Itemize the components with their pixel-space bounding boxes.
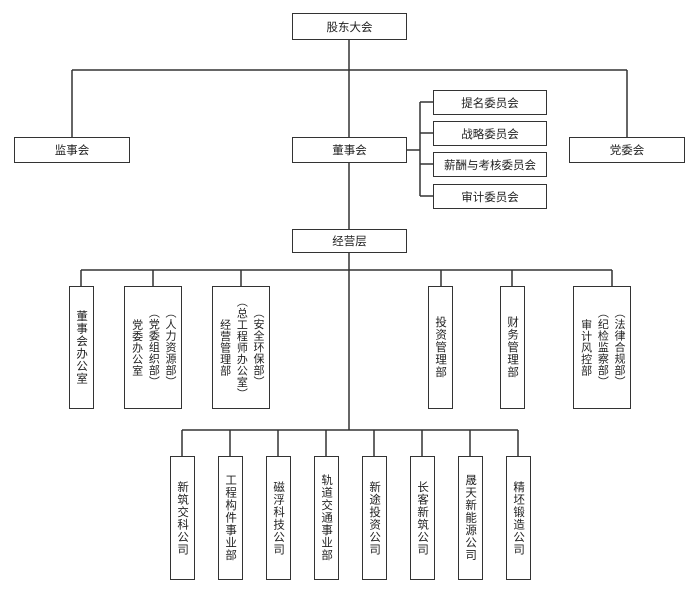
committee-audit-box: 审计委员会 <box>433 184 547 209</box>
party-committee-box: 党委会 <box>569 137 685 163</box>
board-of-directors-box: 董事会 <box>292 137 407 163</box>
company-label: 轨道交通事业部 <box>320 474 335 562</box>
company-box: 精坯锻造公司 <box>506 456 531 580</box>
department-label: 投资管理部 <box>434 316 449 379</box>
party-committee-label: 党委会 <box>609 143 645 157</box>
department-sub-label: （法律合规部） <box>612 307 626 388</box>
department-box: 财务管理部 <box>500 286 525 409</box>
company-label: 工程构件事业部 <box>224 474 239 562</box>
company-box: 工程构件事业部 <box>218 456 243 580</box>
committee-label: 提名委员会 <box>461 95 519 110</box>
department-label: 党委办公室 <box>130 318 144 377</box>
company-box: 轨道交通事业部 <box>314 456 339 580</box>
committee-label: 战略委员会 <box>461 126 519 141</box>
shareholders-meeting-label: 股东大会 <box>326 19 373 34</box>
company-label: 长客新筑公司 <box>416 480 431 556</box>
company-box: 新筑交科公司 <box>170 456 195 580</box>
company-box: 长客新筑公司 <box>410 456 435 580</box>
department-label: 董事会办公室 <box>75 310 90 385</box>
company-label: 磁浮科技公司 <box>272 480 287 556</box>
department-label: 财务管理部 <box>506 316 521 379</box>
company-box: 新途投资公司 <box>362 456 387 580</box>
department-box: 投资管理部 <box>428 286 453 409</box>
company-label: 精坯锻造公司 <box>512 480 527 556</box>
department-box: （法律合规部） （纪检监察部） 审计风控部 <box>573 286 631 409</box>
department-sub-label: （纪检监察部） <box>596 307 610 388</box>
committee-compensation-box: 薪酬与考核委员会 <box>433 152 547 177</box>
committee-label: 审计委员会 <box>461 189 519 204</box>
committee-label: 薪酬与考核委员会 <box>444 157 536 172</box>
department-sub-label: （党委组织部） <box>147 307 161 388</box>
department-sub-label: （安全环保部） <box>251 307 265 388</box>
department-sub-label: （人力资源部） <box>163 307 177 388</box>
committee-strategy-box: 战略委员会 <box>433 121 547 146</box>
management-label: 经营层 <box>332 234 367 248</box>
department-label: 经营管理部 <box>218 318 232 377</box>
committee-nomination-box: 提名委员会 <box>433 90 547 115</box>
supervisory-board-label: 监事会 <box>54 143 90 157</box>
department-sub-label: （总工程师办公室） <box>235 295 249 400</box>
department-label: 审计风控部 <box>579 318 593 377</box>
department-box: （人力资源部） （党委组织部） 党委办公室 <box>124 286 182 409</box>
shareholders-meeting-box: 股东大会 <box>292 13 407 40</box>
company-label: 新途投资公司 <box>368 480 383 556</box>
department-box: （安全环保部） （总工程师办公室） 经营管理部 <box>212 286 270 409</box>
supervisory-board-box: 监事会 <box>14 137 130 163</box>
company-box: 晟天新能源公司 <box>458 456 483 580</box>
board-of-directors-label: 董事会 <box>332 143 367 157</box>
company-box: 磁浮科技公司 <box>266 456 291 580</box>
department-box: 董事会办公室 <box>69 286 94 409</box>
company-label: 新筑交科公司 <box>176 480 191 556</box>
company-label: 晟天新能源公司 <box>464 474 479 562</box>
management-box: 经营层 <box>292 229 407 253</box>
